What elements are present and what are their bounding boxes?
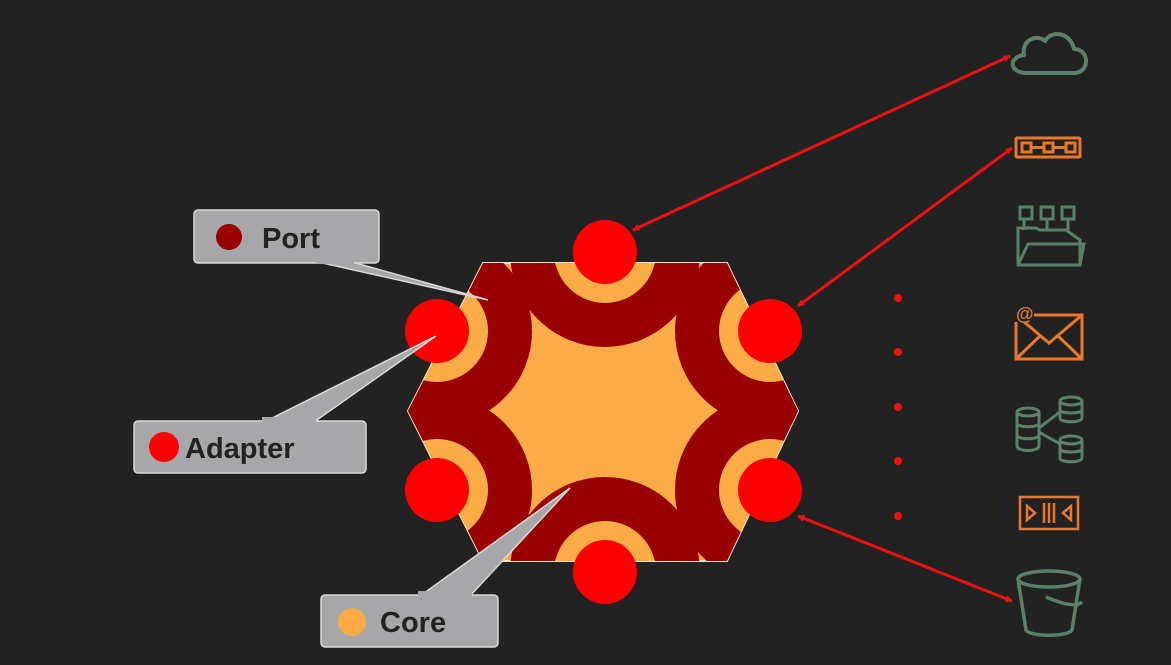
bucket-icon — [1016, 569, 1084, 637]
port-label: Port — [262, 223, 320, 255]
port-ring — [675, 395, 798, 561]
port-legend-swatch — [216, 224, 242, 250]
arrow-cloud — [632, 54, 1011, 232]
adapter-label: Adapter — [185, 433, 295, 465]
port-ring — [408, 395, 532, 561]
port-callout: Port — [193, 209, 489, 301]
email-icon: @ — [1014, 302, 1084, 361]
more-connections-dots — [894, 294, 902, 520]
port-ring — [510, 263, 700, 347]
adapter-circle — [405, 458, 469, 522]
connection-arrows — [632, 54, 1013, 603]
port-ring — [555, 522, 655, 561]
adapter-circle — [573, 540, 637, 604]
adapter-callout: Adapter — [133, 335, 437, 474]
folder-chip-icon — [1016, 205, 1086, 267]
adapter-circle — [405, 299, 469, 363]
adapter-circle — [573, 220, 637, 284]
core-legend-swatch — [338, 608, 366, 636]
database-icon — [1015, 395, 1084, 464]
port-ring — [555, 263, 655, 302]
adapter-circle — [738, 458, 802, 522]
core-callout: Core — [320, 487, 571, 648]
arrow-chain — [797, 146, 1013, 308]
core-label: Core — [380, 607, 446, 639]
chain-icon — [1014, 136, 1082, 159]
adapter-circle — [738, 299, 802, 363]
cloud-icon — [1010, 32, 1088, 75]
svg-text:@: @ — [1016, 304, 1034, 324]
adapter-legend-swatch — [149, 432, 179, 462]
arrow-bucket — [797, 514, 1013, 603]
adapters — [405, 220, 802, 604]
port-ring — [510, 477, 700, 561]
media-player-icon — [1018, 495, 1080, 531]
